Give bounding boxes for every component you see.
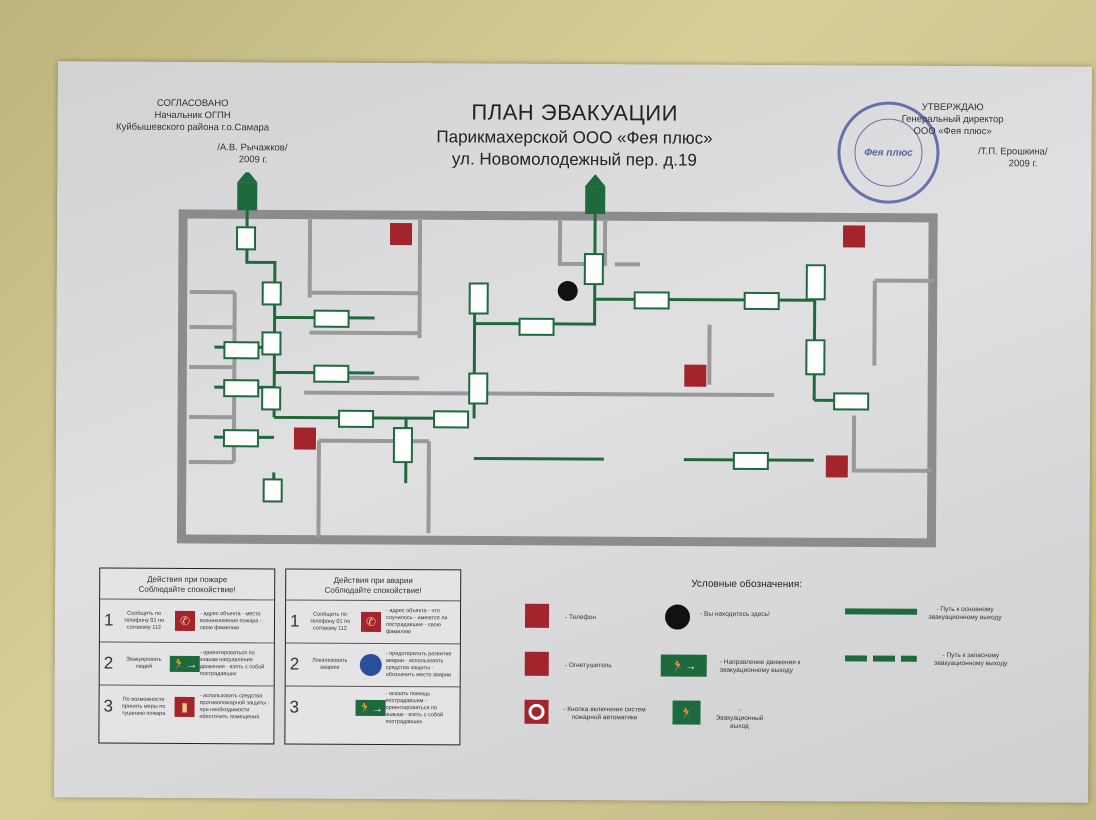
step-action: По возможности принять меры по тушению п…	[121, 696, 166, 717]
legend-extinguisher: - Огнетушитель	[564, 661, 612, 670]
exit-arrow-icon: 🏃→	[169, 655, 200, 673]
legend-phone: - Телефон	[565, 613, 596, 622]
box-subheading: Соблюдайте спокойствие!	[324, 585, 422, 596]
legend-title: Условные обозначения:	[691, 578, 803, 591]
step-number: 1	[289, 611, 300, 631]
exit-sign-icon	[585, 186, 606, 215]
direction-sign-icon	[583, 253, 604, 286]
step-action: Сообщить по телефону 01 по сотовому 112	[309, 611, 351, 632]
legend-you-are-here: - Вы находитесь здесь!	[700, 610, 770, 619]
plan-title: ПЛАН ЭВАКУАЦИИ	[471, 99, 678, 126]
accident-step-2: 2 Локализовать аварию - предотвратить разв…	[285, 643, 460, 688]
legend-reserve-route: - Путь к запасному эвакуационному выходу	[934, 651, 1008, 668]
direction-arrow-icon: 🏃→	[660, 654, 707, 677]
direction-sign-icon	[338, 409, 375, 428]
extinguisher-icon	[825, 455, 848, 478]
step-number: 2	[289, 654, 300, 674]
exit-arrow-icon	[585, 174, 606, 187]
direction-sign-icon	[261, 386, 282, 411]
direction-sign-icon	[222, 429, 260, 448]
direction-sign-icon	[833, 392, 870, 411]
extinguisher-icon	[524, 651, 549, 676]
direction-sign-icon	[633, 291, 670, 310]
extinguisher-icon	[684, 364, 707, 387]
safety-signs	[293, 223, 866, 478]
step-number: 1	[103, 610, 114, 630]
phone-icon	[389, 223, 413, 246]
direction-sign-icon	[313, 309, 350, 328]
accident-step-1: 1 Сообщить по телефону 01 по сотовому 112…	[285, 600, 461, 645]
exit-signs	[222, 171, 870, 503]
step-notes: - адрес объекта - что случилось - имеютс…	[385, 608, 448, 636]
box-subheading: Соблюдайте спокойствие!	[138, 584, 236, 595]
plan-subtitle: Парикмахерской ООО «Фея плюс»	[436, 127, 713, 148]
phone-icon: ✆	[174, 610, 196, 632]
step-notes: - оказать помощь пострадавшим - ориентир…	[385, 690, 444, 725]
extinguisher-icon: ▮	[174, 696, 195, 718]
floor-plan	[176, 171, 938, 548]
direction-sign-icon	[235, 226, 257, 251]
exit-icon: 🏃	[672, 700, 701, 725]
exit-arrow-icon	[237, 171, 258, 183]
interior-walls	[188, 217, 935, 538]
plan-address: ул. Новомолодежный пер. д.19	[451, 149, 697, 170]
step-notes: - ориентироваться по знакам направления …	[199, 650, 265, 678]
phone-icon	[842, 225, 866, 248]
direction-sign-icon	[313, 364, 350, 383]
legend-fire-button: - Кнопка включения систем пожарной автом…	[563, 705, 646, 722]
direction-sign-icon	[743, 291, 780, 311]
step-notes: - адрес объекта - место возникновения по…	[199, 610, 262, 631]
legend-main-route: - Путь к основному эвакуационному выходу	[928, 605, 1002, 622]
phone-icon	[524, 603, 550, 628]
step-action: Эвакуировать людей	[126, 656, 162, 670]
you-are-here-icon	[664, 604, 691, 630]
direction-sign-icon	[805, 264, 826, 301]
reserve-route-line	[844, 655, 917, 662]
step-action: Локализовать аварию	[312, 657, 348, 671]
plan-title-block: ПЛАН ЭВАКУАЦИИ Парикмахерской ООО «Фея п…	[57, 97, 1091, 172]
protective-mask-icon	[359, 653, 382, 677]
fire-step-1: 1 Сообщить по телефону 01 по сотовому 112…	[99, 599, 275, 644]
direction-sign-icon	[223, 379, 260, 398]
direction-sign-icon	[805, 339, 826, 376]
legend-direction: - Направление движения к эвакуационному …	[719, 658, 801, 675]
direction-sign-icon	[468, 372, 489, 405]
walls	[176, 209, 938, 548]
direction-sign-icon	[392, 427, 414, 464]
exit-arrow-icon: 🏃→	[355, 699, 386, 717]
direction-sign-icon	[262, 478, 283, 503]
step-notes: - предотвратить развитие аварии - исполь…	[385, 651, 452, 679]
direction-sign-icon	[261, 331, 282, 356]
direction-sign-icon	[223, 341, 260, 360]
you-are-here-marker	[557, 280, 578, 301]
direction-sign-icon	[468, 282, 489, 315]
fire-step-2: 2 Эвакуировать людей 🏃→- ориентироваться п…	[99, 642, 274, 687]
fire-button-icon	[524, 699, 549, 724]
step-number: 2	[103, 653, 114, 673]
main-route-line	[845, 608, 918, 615]
legend-exit: - Эвакуационный выход	[715, 706, 764, 730]
step-number: 3	[103, 696, 114, 716]
step-number: 3	[289, 697, 300, 717]
phone-icon: ✆	[360, 611, 382, 632]
direction-sign-icon	[732, 451, 769, 471]
direction-sign-icon	[261, 281, 282, 306]
accident-step-3: 3 🏃→- оказать помощь пострадавшим - ориен…	[285, 686, 459, 729]
step-action: Сообщить по телефону 01 по сотовому 112	[123, 610, 165, 631]
evacuation-plan-sheet: СОГЛАСОВАНО Начальник ОГПН Куйбышевского…	[54, 61, 1092, 803]
exit-sign-icon	[237, 182, 258, 211]
direction-sign-icon	[518, 317, 555, 336]
step-notes: - использовать средства противопожарной …	[199, 693, 270, 721]
fire-step-3: 3 По возможности принять меры по тушению …	[99, 686, 273, 729]
extinguisher-icon	[293, 427, 317, 450]
direction-sign-icon	[433, 410, 470, 429]
